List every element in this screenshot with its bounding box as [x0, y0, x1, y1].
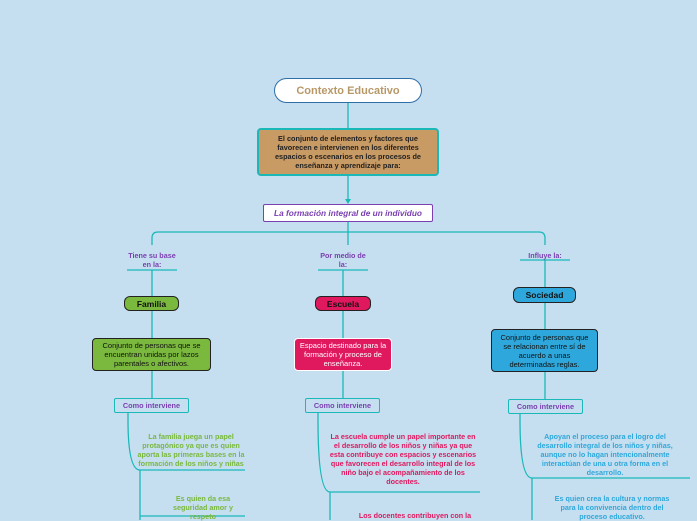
escuela-node[interactable]: Escuela — [315, 296, 371, 311]
familia-node[interactable]: Familia — [124, 296, 179, 311]
definition-node[interactable]: El conjunto de elementos y factores que … — [257, 128, 439, 176]
familia-how-label: Como interviene — [122, 401, 181, 410]
sociedad-description-node[interactable]: Conjunto de personas que se relacionan e… — [491, 329, 598, 372]
familia-point-1: La familia juega un papel protagónico ya… — [137, 432, 245, 468]
sociedad-description: Conjunto de personas que se relacionan e… — [500, 332, 589, 369]
sociedad-node[interactable]: Sociedad — [513, 287, 576, 303]
root-node[interactable]: Contexto Educativo — [274, 78, 422, 103]
familia-how-node[interactable]: Como interviene — [114, 398, 189, 413]
sociedad-point-2: Es quien crea la cultura y normas para l… — [554, 494, 670, 521]
familia-description: Conjunto de personas que se encuentran u… — [102, 341, 201, 368]
definition-text: El conjunto de elementos y factores que … — [274, 134, 421, 170]
escuela-description-node[interactable]: Espacio destinado para la formación y pr… — [294, 338, 392, 371]
escuela-point-2: Los docentes contribuyen con la — [358, 511, 472, 520]
escuela-description: Espacio destinado para la formación y pr… — [299, 341, 387, 368]
escuela-how-label: Como interviene — [313, 401, 372, 410]
escuela-point-1: La escuela cumple un papel importante en… — [329, 432, 477, 486]
sociedad-how-label: Como interviene — [516, 402, 575, 411]
root-title: Contexto Educativo — [296, 84, 400, 97]
familia-label: Familia — [136, 298, 167, 309]
familia-description-node[interactable]: Conjunto de personas que se encuentran u… — [92, 338, 211, 371]
sociedad-how-node[interactable]: Como interviene — [508, 399, 583, 414]
purpose-text: La formación integral de un individuo — [274, 208, 422, 218]
purpose-node[interactable]: La formación integral de un individuo — [263, 204, 433, 222]
connector-sociedad: Influye la: — [528, 251, 562, 260]
connector-familia: Tiene su base en la: — [128, 251, 176, 269]
connector-escuela: Por medio de la: — [320, 251, 366, 269]
familia-point-2: Es quien da esa seguridad amor y respeto — [173, 494, 233, 521]
escuela-how-node[interactable]: Como interviene — [305, 398, 380, 413]
sociedad-label: Sociedad — [525, 290, 564, 300]
escuela-label: Escuela — [326, 298, 360, 309]
sociedad-point-1: Apoyan el proceso para el logro del desa… — [537, 432, 673, 477]
